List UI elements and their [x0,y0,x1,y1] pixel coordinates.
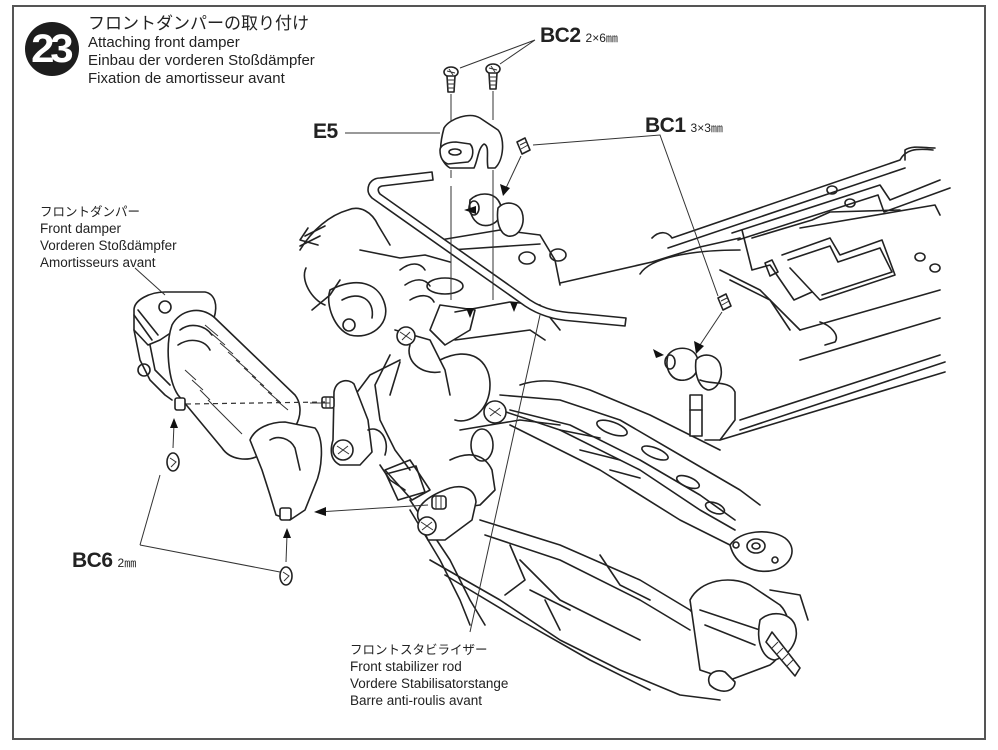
part-code-bc1: BC1 [645,114,686,137]
step-title-jp: フロントダンパーの取り付け [88,14,309,33]
part-label-bc6: BC6 2㎜ [72,549,136,573]
step-title-fr: Fixation de amortisseur avant [88,70,285,87]
front-damper-en: Front damper [40,221,122,236]
part-size-bc6: 2㎜ [117,556,137,570]
callout-front-stabilizer: フロントスタビライザー Front stabilizer rod Vordere… [350,642,508,709]
e5-bracket [439,114,504,169]
attach-arrows [310,402,429,516]
upper-suspension-arm [483,380,761,521]
front-bulkhead [299,207,567,626]
part-label-e5: E5 [313,120,338,144]
part-size-bc2: 2×6㎜ [585,31,618,45]
front-damper-fr: Amortisseurs avant [40,255,156,270]
bc2-screw-left [443,66,459,93]
front-damper-de: Vorderen Stoßdämpfer [40,238,177,253]
bc6-e-ring-upper [166,452,180,472]
leader-lines [134,39,719,633]
front-stabilizer-en: Front stabilizer rod [350,659,462,674]
bc1-set-screws [464,137,732,358]
part-label-bc1: BC1 3×3㎜ [645,114,723,138]
step-title-en: Attaching front damper [88,34,240,51]
part-label-bc2: BC2 2×6㎜ [540,24,618,48]
bc2-screw-right [485,63,501,90]
damper-pivot-lower [385,465,477,541]
bc1-set-screw-lower [717,293,732,311]
bc1-set-screw-upper [516,137,531,155]
part-size-bc1: 3×3㎜ [690,121,723,135]
front-knuckle-hub [689,531,809,692]
chassis-plate [559,146,951,441]
page-frame [12,5,986,740]
bc6-e-rings [166,418,293,586]
bc6-e-ring-lower [279,566,293,586]
step-number: 23 [31,27,73,71]
front-damper [133,291,326,521]
stabilizer-rod [367,171,627,327]
front-stabilizer-de: Vordere Stabilisatorstange [350,676,509,691]
step-title-block: フロントダンパーの取り付け Attaching front damper Ein… [88,14,315,88]
part-code-bc2: BC2 [540,24,581,47]
part-code-e5: E5 [313,120,338,143]
part-code-bc6: BC6 [72,549,113,572]
front-stabilizer-fr: Barre anti-roulis avant [350,693,483,708]
bc2-screws [443,63,518,318]
step-title-de: Einbau der vorderen Stoßdämpfer [88,52,315,69]
callout-front-damper: フロントダンパー Front damper Vorderen Stoßdämpf… [40,204,177,271]
step-number-badge: 23 [25,22,79,76]
front-damper-jp: フロントダンパー [40,205,141,219]
front-stabilizer-jp: フロントスタビライザー [350,643,488,657]
